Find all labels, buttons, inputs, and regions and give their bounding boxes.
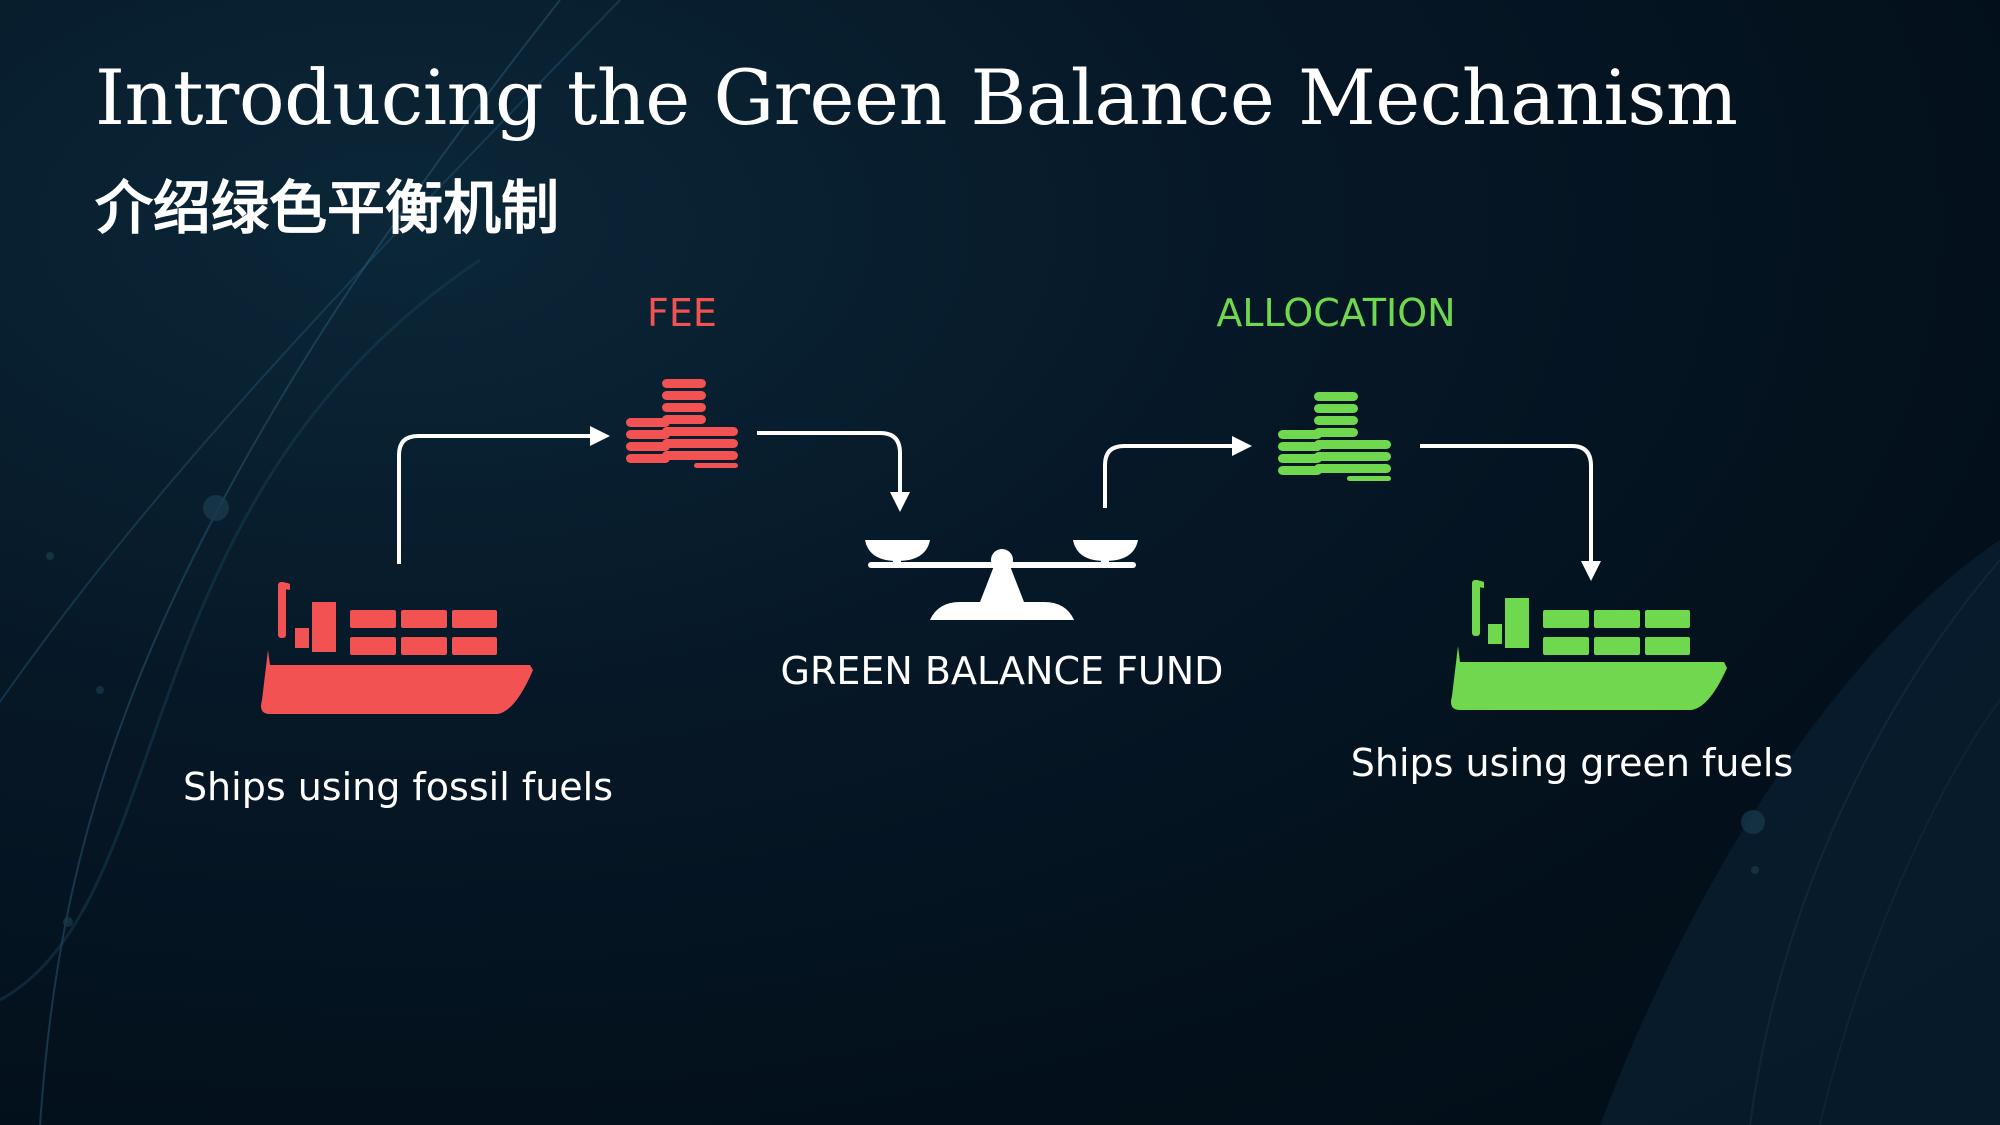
fee-label: FEE xyxy=(647,291,717,335)
coin-stack-left xyxy=(626,418,670,463)
fund-label: GREEN BALANCE FUND xyxy=(781,649,1224,693)
slide-subtitle: 介绍绿色平衡机制 xyxy=(95,174,560,242)
coin-stack-icon xyxy=(1278,392,1391,481)
slide-title: Introducing the Green Balance Mechanism xyxy=(95,53,1738,142)
fossil-ships-label: Ships using fossil fuels xyxy=(183,765,613,809)
coin-stack-icon xyxy=(626,379,738,468)
arrow-fund-to-allocation xyxy=(1103,436,1252,508)
cargo-ship-icon xyxy=(261,582,533,714)
arrow-allocation-to-green-ship xyxy=(1420,444,1601,581)
cargo-ship-icon xyxy=(1451,580,1727,710)
coin-stack-right xyxy=(1347,440,1391,481)
coin-stack-middle xyxy=(1314,392,1358,473)
balance-scale-icon xyxy=(865,540,1138,620)
arrow-ship-to-fee xyxy=(397,426,610,564)
coin-stack-right xyxy=(694,427,738,468)
coin-stack-left xyxy=(1278,430,1322,475)
allocation-label: ALLOCATION xyxy=(1216,291,1455,335)
arrow-fee-to-fund xyxy=(757,431,910,512)
green-ships-label: Ships using green fuels xyxy=(1351,741,1794,785)
